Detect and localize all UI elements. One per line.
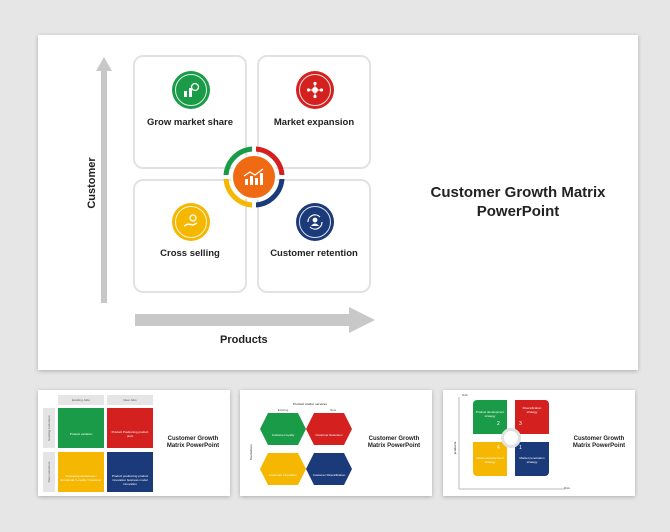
matrix-cell: Product variation bbox=[58, 408, 104, 448]
products-axis-label: Products bbox=[220, 334, 268, 346]
card-grow-market-share[interactable]: Grow market share bbox=[133, 55, 247, 169]
matrix-cell: Diversification strategy 3 bbox=[515, 400, 549, 434]
center-hub bbox=[223, 146, 285, 208]
matrix-cell: Product Positioning product pivot bbox=[107, 408, 153, 448]
card-label: Cross selling bbox=[160, 248, 220, 259]
card-cross-selling[interactable]: Cross selling bbox=[133, 179, 247, 293]
column-header: New bbox=[329, 408, 336, 412]
axis-label: Risk bbox=[564, 486, 570, 490]
user-cycle-icon bbox=[296, 203, 334, 241]
card-label: Grow market share bbox=[146, 117, 234, 128]
risk-axes bbox=[458, 397, 565, 490]
hex-label: Customer Extension bbox=[315, 433, 343, 437]
products-axis-arrow bbox=[135, 307, 375, 333]
column-header: Existing Jobs bbox=[72, 398, 90, 402]
hexagon-grid bbox=[260, 413, 352, 485]
hex-label: Customer Diversification bbox=[312, 473, 346, 477]
hex-label: Customer Innovation bbox=[269, 473, 297, 477]
matrix-cell: Product positioning product innovation b… bbox=[107, 452, 153, 492]
column-header: Existing bbox=[277, 408, 289, 412]
row-header: New customers bbox=[47, 461, 51, 483]
matrix-cell: Market development strategy 4 bbox=[473, 442, 507, 476]
thumbnail-title: Customer Growth Matrix PowerPoint bbox=[166, 436, 220, 449]
side-label: Customers bbox=[249, 444, 253, 460]
side-label: products bbox=[453, 441, 457, 455]
network-icon bbox=[296, 71, 334, 109]
customer-axis-arrow bbox=[96, 57, 112, 303]
matrix-cell: Market penetration strategy 1 bbox=[515, 442, 549, 476]
row-header: Existing customers bbox=[47, 415, 51, 441]
growth-chart-icon bbox=[231, 154, 277, 200]
card-customer-retention[interactable]: Customer retention bbox=[257, 179, 371, 293]
hand-coin-icon bbox=[172, 203, 210, 241]
card-label: Customer retention bbox=[270, 248, 358, 259]
slide-title: Customer Growth Matrix PowerPoint bbox=[430, 184, 606, 220]
thumbnail-slide-2[interactable]: Product and/or services Existing New Cus… bbox=[240, 390, 432, 496]
main-slide[interactable]: Customer Products Grow market share Mark… bbox=[38, 35, 638, 370]
header-label: Product and/or services bbox=[292, 402, 328, 406]
column-header: New Jobs bbox=[123, 398, 137, 402]
thumbnail-title: Customer Growth Matrix PowerPoint bbox=[367, 436, 421, 449]
thumbnail-title: Customer Growth Matrix PowerPoint bbox=[572, 436, 626, 449]
axis-label: Risk bbox=[462, 393, 468, 397]
hex-label: Customer loyalty bbox=[271, 433, 295, 437]
chart-pie-icon bbox=[172, 71, 210, 109]
thumbnail-slide-1[interactable]: Existing Jobs New Jobs Existing customer… bbox=[38, 390, 230, 496]
thumbnail-slide-3[interactable]: Risk Risk products Product development s… bbox=[443, 390, 635, 496]
matrix-cell: Product development strategy 2 bbox=[473, 400, 507, 434]
matrix-cell: Increasing awareness / Emotional / Loyal… bbox=[58, 452, 104, 492]
card-market-expansion[interactable]: Market expansion bbox=[257, 55, 371, 169]
center-circle bbox=[501, 428, 521, 448]
customer-axis-label: Customer bbox=[86, 157, 98, 209]
card-label: Market expansion bbox=[273, 117, 355, 128]
